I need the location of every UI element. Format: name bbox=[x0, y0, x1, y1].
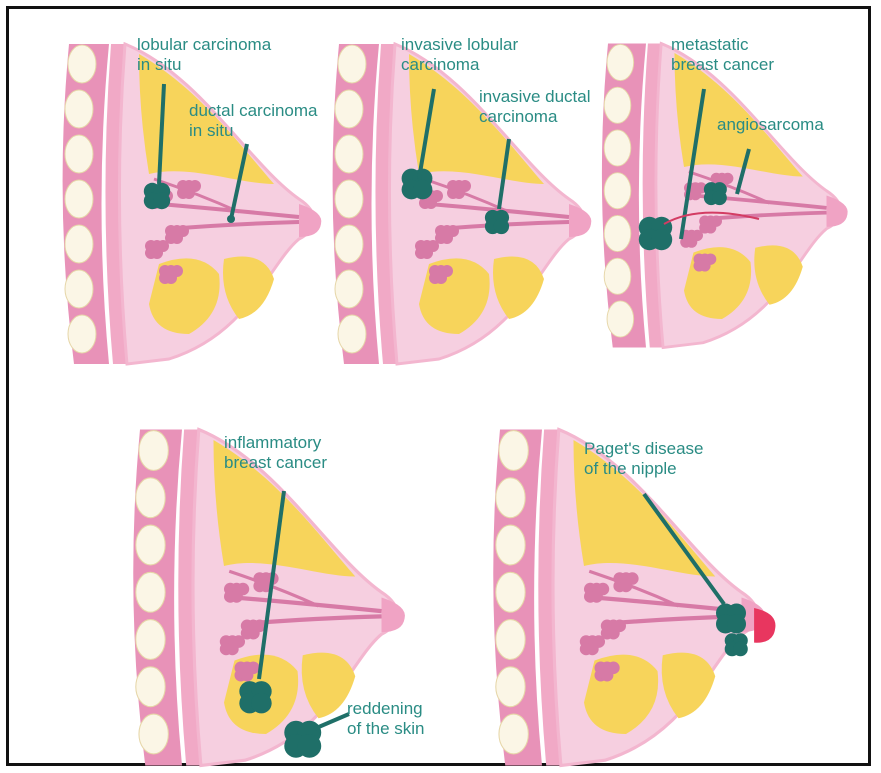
rib bbox=[338, 45, 366, 83]
panel-invasive: invasive lobular carcinoma invasive duct… bbox=[319, 29, 619, 379]
breast-anatomy bbox=[63, 44, 322, 364]
panel-pagets-disease: Paget's disease of the nipple bbox=[479, 419, 779, 764]
breast-diagram bbox=[319, 29, 619, 379]
lobule bbox=[686, 236, 697, 247]
lobule bbox=[601, 669, 614, 682]
rib bbox=[68, 315, 96, 353]
rib bbox=[496, 572, 525, 612]
lobule bbox=[607, 627, 620, 640]
rib bbox=[335, 225, 363, 263]
breast-anatomy bbox=[493, 430, 775, 766]
lobule bbox=[620, 580, 633, 593]
tumor-metastatic bbox=[651, 229, 672, 250]
rib bbox=[139, 431, 168, 471]
lobule bbox=[441, 232, 453, 244]
lobule bbox=[590, 590, 603, 603]
rib bbox=[65, 90, 93, 128]
lobule bbox=[699, 260, 710, 271]
tumor-lcis bbox=[153, 192, 170, 209]
rib bbox=[496, 620, 525, 660]
rib bbox=[65, 225, 93, 263]
lobule bbox=[171, 232, 183, 244]
breast-anatomy bbox=[602, 44, 848, 348]
rib bbox=[604, 173, 631, 209]
rib bbox=[604, 130, 631, 166]
figure-frame: lobular carcinoma in situ ductal carcino… bbox=[6, 6, 871, 766]
rib bbox=[607, 301, 634, 337]
lobule bbox=[241, 669, 254, 682]
rib bbox=[335, 270, 363, 308]
rib bbox=[335, 90, 363, 128]
rib bbox=[496, 478, 525, 518]
rib bbox=[65, 180, 93, 218]
label-angiosarcoma: angiosarcoma bbox=[717, 115, 824, 135]
rib bbox=[139, 714, 168, 754]
label-metastatic-breast-cancer: metastatic breast cancer bbox=[671, 35, 774, 75]
lobule bbox=[586, 643, 599, 656]
nipple bbox=[827, 196, 848, 227]
lobule bbox=[421, 247, 433, 259]
tumor-invasive-lobular bbox=[413, 180, 433, 200]
rib bbox=[65, 135, 93, 173]
label-lobular-carcinoma-in-situ: lobular carcinoma in situ bbox=[137, 35, 271, 75]
tumor-angiosarcoma bbox=[712, 190, 727, 205]
tumor-paget bbox=[727, 614, 746, 633]
lobule bbox=[165, 272, 177, 284]
label-invasive-lobular-carcinoma: invasive lobular carcinoma bbox=[401, 35, 518, 75]
rib bbox=[136, 478, 165, 518]
rib bbox=[136, 620, 165, 660]
panel-metastatic-angiosarcoma: metastatic breast cancer angiosarcoma bbox=[609, 29, 869, 379]
rib bbox=[496, 667, 525, 707]
label-pagets-disease-of-the-nipple: Paget's disease of the nipple bbox=[584, 439, 704, 479]
lobule bbox=[425, 197, 437, 209]
tumor-dcis bbox=[227, 215, 235, 223]
lobule bbox=[453, 187, 465, 199]
lobule bbox=[230, 590, 243, 603]
rib bbox=[65, 270, 93, 308]
tumor-invasive-ductal bbox=[494, 219, 509, 234]
panel-inflammatory: inflammatory breast cancer reddening of … bbox=[119, 419, 449, 764]
rib bbox=[496, 525, 525, 565]
rib bbox=[604, 215, 631, 251]
label-invasive-ductal-carcinoma: invasive ductal carcinoma bbox=[479, 87, 591, 127]
rib bbox=[136, 667, 165, 707]
tumor-skin bbox=[298, 734, 322, 758]
rib bbox=[335, 135, 363, 173]
lobule bbox=[247, 627, 260, 640]
lobule bbox=[705, 222, 716, 233]
rib bbox=[499, 714, 528, 754]
rib bbox=[338, 315, 366, 353]
rib bbox=[499, 431, 528, 471]
rib bbox=[335, 180, 363, 218]
tumor-paget bbox=[733, 642, 748, 657]
breast-diagram bbox=[49, 29, 349, 379]
nipple-redness bbox=[754, 608, 775, 643]
label-ductal-carcinoma-in-situ: ductal carcinoma in situ bbox=[189, 101, 318, 141]
lobule bbox=[690, 189, 701, 200]
nipple bbox=[382, 598, 405, 633]
label-inflammatory-breast-cancer: inflammatory breast cancer bbox=[224, 433, 327, 473]
rib bbox=[68, 45, 96, 83]
tumor-inflammatory bbox=[251, 693, 272, 714]
breast-diagram bbox=[609, 29, 869, 379]
lobule bbox=[435, 272, 447, 284]
panel-lcis-dcis: lobular carcinoma in situ ductal carcino… bbox=[49, 29, 349, 379]
lobule bbox=[151, 247, 163, 259]
label-reddening-of-the-skin: reddening of the skin bbox=[347, 699, 425, 739]
rib bbox=[136, 572, 165, 612]
rib bbox=[136, 525, 165, 565]
rib bbox=[604, 87, 631, 123]
rib bbox=[604, 258, 631, 294]
lobule bbox=[183, 187, 195, 199]
rib bbox=[607, 44, 634, 80]
nipple bbox=[299, 204, 321, 237]
lobule bbox=[226, 643, 239, 656]
nipple bbox=[569, 204, 591, 237]
